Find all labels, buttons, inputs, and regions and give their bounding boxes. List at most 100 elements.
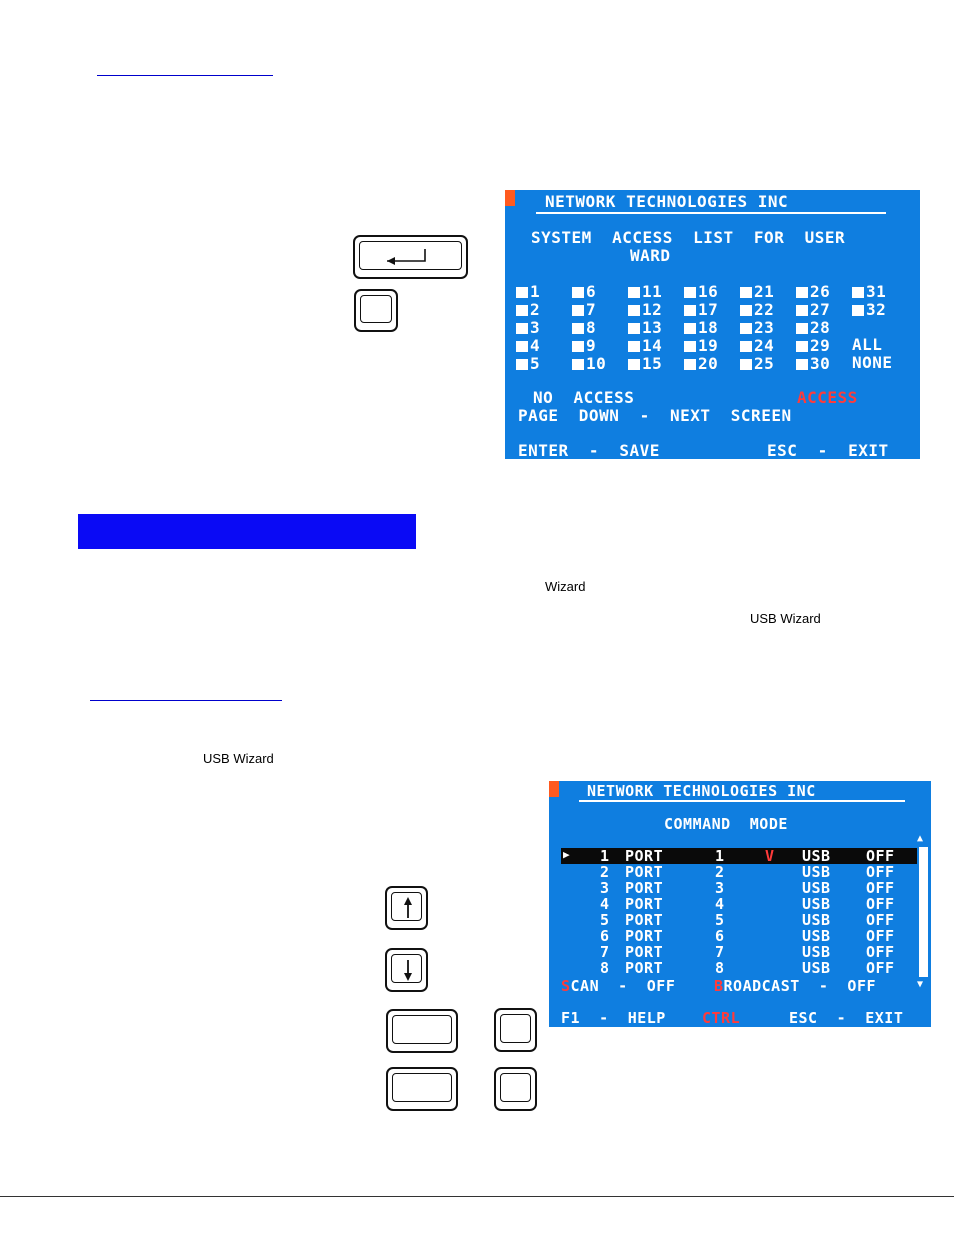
scroll-down-icon[interactable]: ▼ — [917, 979, 924, 990]
link-underline-1[interactable] — [97, 75, 273, 76]
checkbox-icon[interactable] — [684, 287, 696, 298]
port-checkbox-item[interactable]: 16 — [684, 282, 718, 301]
checkbox-icon[interactable] — [740, 323, 752, 334]
port-checkbox-item[interactable]: 26 — [796, 282, 830, 301]
checkbox-icon[interactable] — [852, 305, 864, 316]
row-usb-state: OFF — [866, 879, 895, 897]
port-checkbox-item[interactable]: 8 — [572, 318, 596, 337]
port-number: 28 — [810, 318, 831, 337]
checkbox-icon[interactable] — [516, 341, 528, 352]
port-checkbox-item[interactable]: 5 — [516, 354, 540, 373]
port-row[interactable] — [561, 959, 917, 975]
port-checkbox-item[interactable]: 22 — [740, 300, 774, 319]
port-row[interactable] — [561, 943, 917, 959]
port-checkbox-item[interactable]: 24 — [740, 336, 774, 355]
down-arrow-key — [385, 948, 428, 992]
port-row[interactable] — [561, 927, 917, 943]
port-checkbox-item[interactable]: 4 — [516, 336, 540, 355]
scrollbar-track[interactable] — [919, 847, 928, 977]
port-checkbox-item[interactable]: 31 — [852, 282, 886, 301]
port-number: 18 — [698, 318, 719, 337]
link-underline-2[interactable] — [90, 700, 282, 701]
port-checkbox-item[interactable]: 13 — [628, 318, 662, 337]
scroll-up-icon[interactable]: ▲ — [917, 833, 924, 844]
checkbox-icon[interactable] — [572, 287, 584, 298]
port-checkbox-item[interactable]: 30 — [796, 354, 830, 373]
row-usb-label: USB — [802, 863, 831, 881]
port-checkbox-item[interactable]: 27 — [796, 300, 830, 319]
port-number: 24 — [754, 336, 775, 355]
port-checkbox-item[interactable]: 15 — [628, 354, 662, 373]
port-number: 22 — [754, 300, 775, 319]
port-checkbox-item[interactable]: 3 — [516, 318, 540, 337]
checkbox-icon[interactable] — [740, 359, 752, 370]
checkbox-icon[interactable] — [684, 341, 696, 352]
row-port-label: PORT — [625, 927, 664, 945]
port-checkbox-item[interactable]: 6 — [572, 282, 596, 301]
checkbox-icon[interactable] — [796, 287, 808, 298]
port-checkbox-item[interactable]: 23 — [740, 318, 774, 337]
port-number: 16 — [698, 282, 719, 301]
row-port-label: PORT — [625, 895, 664, 913]
checkbox-icon[interactable] — [684, 305, 696, 316]
checkbox-icon[interactable] — [628, 305, 640, 316]
checkbox-icon[interactable] — [796, 305, 808, 316]
checkbox-icon[interactable] — [852, 287, 864, 298]
square-key-2 — [494, 1067, 537, 1111]
port-row[interactable] — [561, 863, 917, 879]
wide-key-1 — [386, 1009, 458, 1053]
checkbox-icon[interactable] — [628, 341, 640, 352]
port-checkbox-item[interactable]: 20 — [684, 354, 718, 373]
port-checkbox-item[interactable]: 2 — [516, 300, 540, 319]
port-row[interactable] — [561, 847, 917, 863]
port-checkbox-item[interactable]: 1 — [516, 282, 540, 301]
usb-wizard-note-2: USB Wizard — [203, 751, 274, 766]
checkbox-icon[interactable] — [628, 359, 640, 370]
screen-title: COMMAND MODE — [664, 815, 788, 833]
port-checkbox-item[interactable]: 29 — [796, 336, 830, 355]
checkbox-icon[interactable] — [572, 359, 584, 370]
checkbox-icon[interactable] — [628, 287, 640, 298]
checkbox-icon[interactable] — [740, 305, 752, 316]
checkbox-icon[interactable] — [740, 287, 752, 298]
port-row[interactable] — [561, 895, 917, 911]
checkbox-icon[interactable] — [684, 359, 696, 370]
checkbox-icon[interactable] — [740, 341, 752, 352]
port-number: 17 — [698, 300, 719, 319]
checkbox-icon[interactable] — [572, 323, 584, 334]
checkbox-icon[interactable] — [628, 323, 640, 334]
checkbox-icon[interactable] — [796, 323, 808, 334]
port-checkbox-item[interactable]: 7 — [572, 300, 596, 319]
checkbox-icon[interactable] — [572, 341, 584, 352]
port-checkbox-item[interactable]: 18 — [684, 318, 718, 337]
checkbox-icon[interactable] — [572, 305, 584, 316]
none-option[interactable]: NONE — [852, 353, 893, 372]
port-checkbox-item[interactable]: 12 — [628, 300, 662, 319]
port-row[interactable] — [561, 879, 917, 895]
port-checkbox-item[interactable]: 9 — [572, 336, 596, 355]
checkbox-icon[interactable] — [516, 359, 528, 370]
checkbox-icon[interactable] — [516, 305, 528, 316]
port-checkbox-item[interactable]: 10 — [572, 354, 606, 373]
row-port-number: 4 — [715, 895, 725, 913]
all-option[interactable]: ALL — [852, 335, 883, 354]
row-number: 3 — [600, 879, 610, 897]
port-checkbox-item[interactable]: 28 — [796, 318, 830, 337]
checkbox-icon[interactable] — [516, 323, 528, 334]
port-checkbox-item[interactable]: 11 — [628, 282, 662, 301]
checkbox-icon[interactable] — [684, 323, 696, 334]
port-row[interactable] — [561, 911, 917, 927]
checkbox-icon[interactable] — [796, 341, 808, 352]
port-checkbox-item[interactable]: 14 — [628, 336, 662, 355]
port-checkbox-item[interactable]: 19 — [684, 336, 718, 355]
port-checkbox-item[interactable]: 25 — [740, 354, 774, 373]
row-selected-mark: V — [765, 847, 775, 865]
row-usb-label: USB — [802, 959, 831, 977]
port-checkbox-item[interactable]: 21 — [740, 282, 774, 301]
port-checkbox-item[interactable]: 32 — [852, 300, 886, 319]
port-checkbox-item[interactable]: 17 — [684, 300, 718, 319]
checkbox-icon[interactable] — [516, 287, 528, 298]
checkbox-icon[interactable] — [796, 359, 808, 370]
selection-pointer-icon: ▶ — [563, 848, 571, 861]
command-mode-screen: NETWORK TECHNOLOGIES INC COMMAND MODE ▶1… — [549, 781, 931, 1027]
